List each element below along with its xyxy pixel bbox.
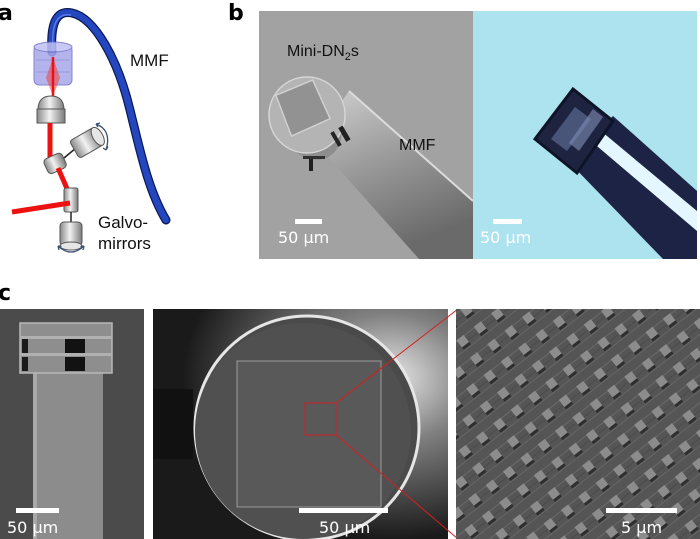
galvo-label-line1: Galvo- [98, 213, 149, 232]
panel-a-schematic [0, 0, 230, 265]
scale-text-b-optical: 50 µm [480, 228, 532, 247]
panel-c-top-view [153, 309, 448, 539]
zoom-leader-line-bottom [335, 434, 459, 539]
scale-text-c-closeup: 5 µm [621, 518, 663, 537]
scale-bar-c-side [16, 508, 59, 513]
fiber-label: MMF [130, 51, 169, 70]
device-label-end: s [350, 43, 359, 60]
galvo-motor-1-icon [69, 126, 105, 158]
sem-fiber-label: MMF [399, 137, 436, 154]
scale-bar-c-closeup [606, 508, 677, 513]
scale-bar-b-optical [493, 219, 522, 224]
objective-lens-icon [36, 95, 66, 124]
galvo-motor-2-icon [59, 221, 83, 251]
panel-b-optical-image [473, 11, 697, 259]
optical-setup-diagram [11, 8, 171, 253]
closeup-pillars-illustration [456, 309, 700, 539]
scale-text-b-sem: 50 µm [278, 228, 330, 247]
panel-label-c: c [0, 281, 12, 306]
scale-bar-b-sem [295, 219, 322, 224]
sem-fiber-tip-illustration [259, 11, 473, 259]
panel-b-sem-image [259, 11, 473, 259]
top-view-illustration [153, 309, 448, 539]
scale-text-c-top: 50 µm [319, 518, 371, 537]
optical-fiber-tip-illustration [473, 11, 697, 259]
device-label-subscript: 2 [344, 51, 351, 64]
device-label-main: Mini-DN [287, 43, 345, 60]
panel-c-closeup [456, 309, 700, 539]
rotation-arrow-icon [95, 123, 109, 151]
galvo-label-line2: mirrors [98, 234, 151, 253]
rotation-arrow-icon [57, 245, 85, 253]
zoom-region-box [304, 402, 337, 436]
panel-label-b: b [228, 1, 244, 26]
scale-text-c-side: 50 µm [7, 518, 59, 537]
panel-label-a: a [0, 1, 13, 26]
device-label: Mini-DN2s [287, 43, 359, 64]
zoom-leader-line-top [335, 308, 459, 404]
scale-bar-c-top [299, 508, 388, 513]
panel-c-side-view [0, 309, 144, 539]
